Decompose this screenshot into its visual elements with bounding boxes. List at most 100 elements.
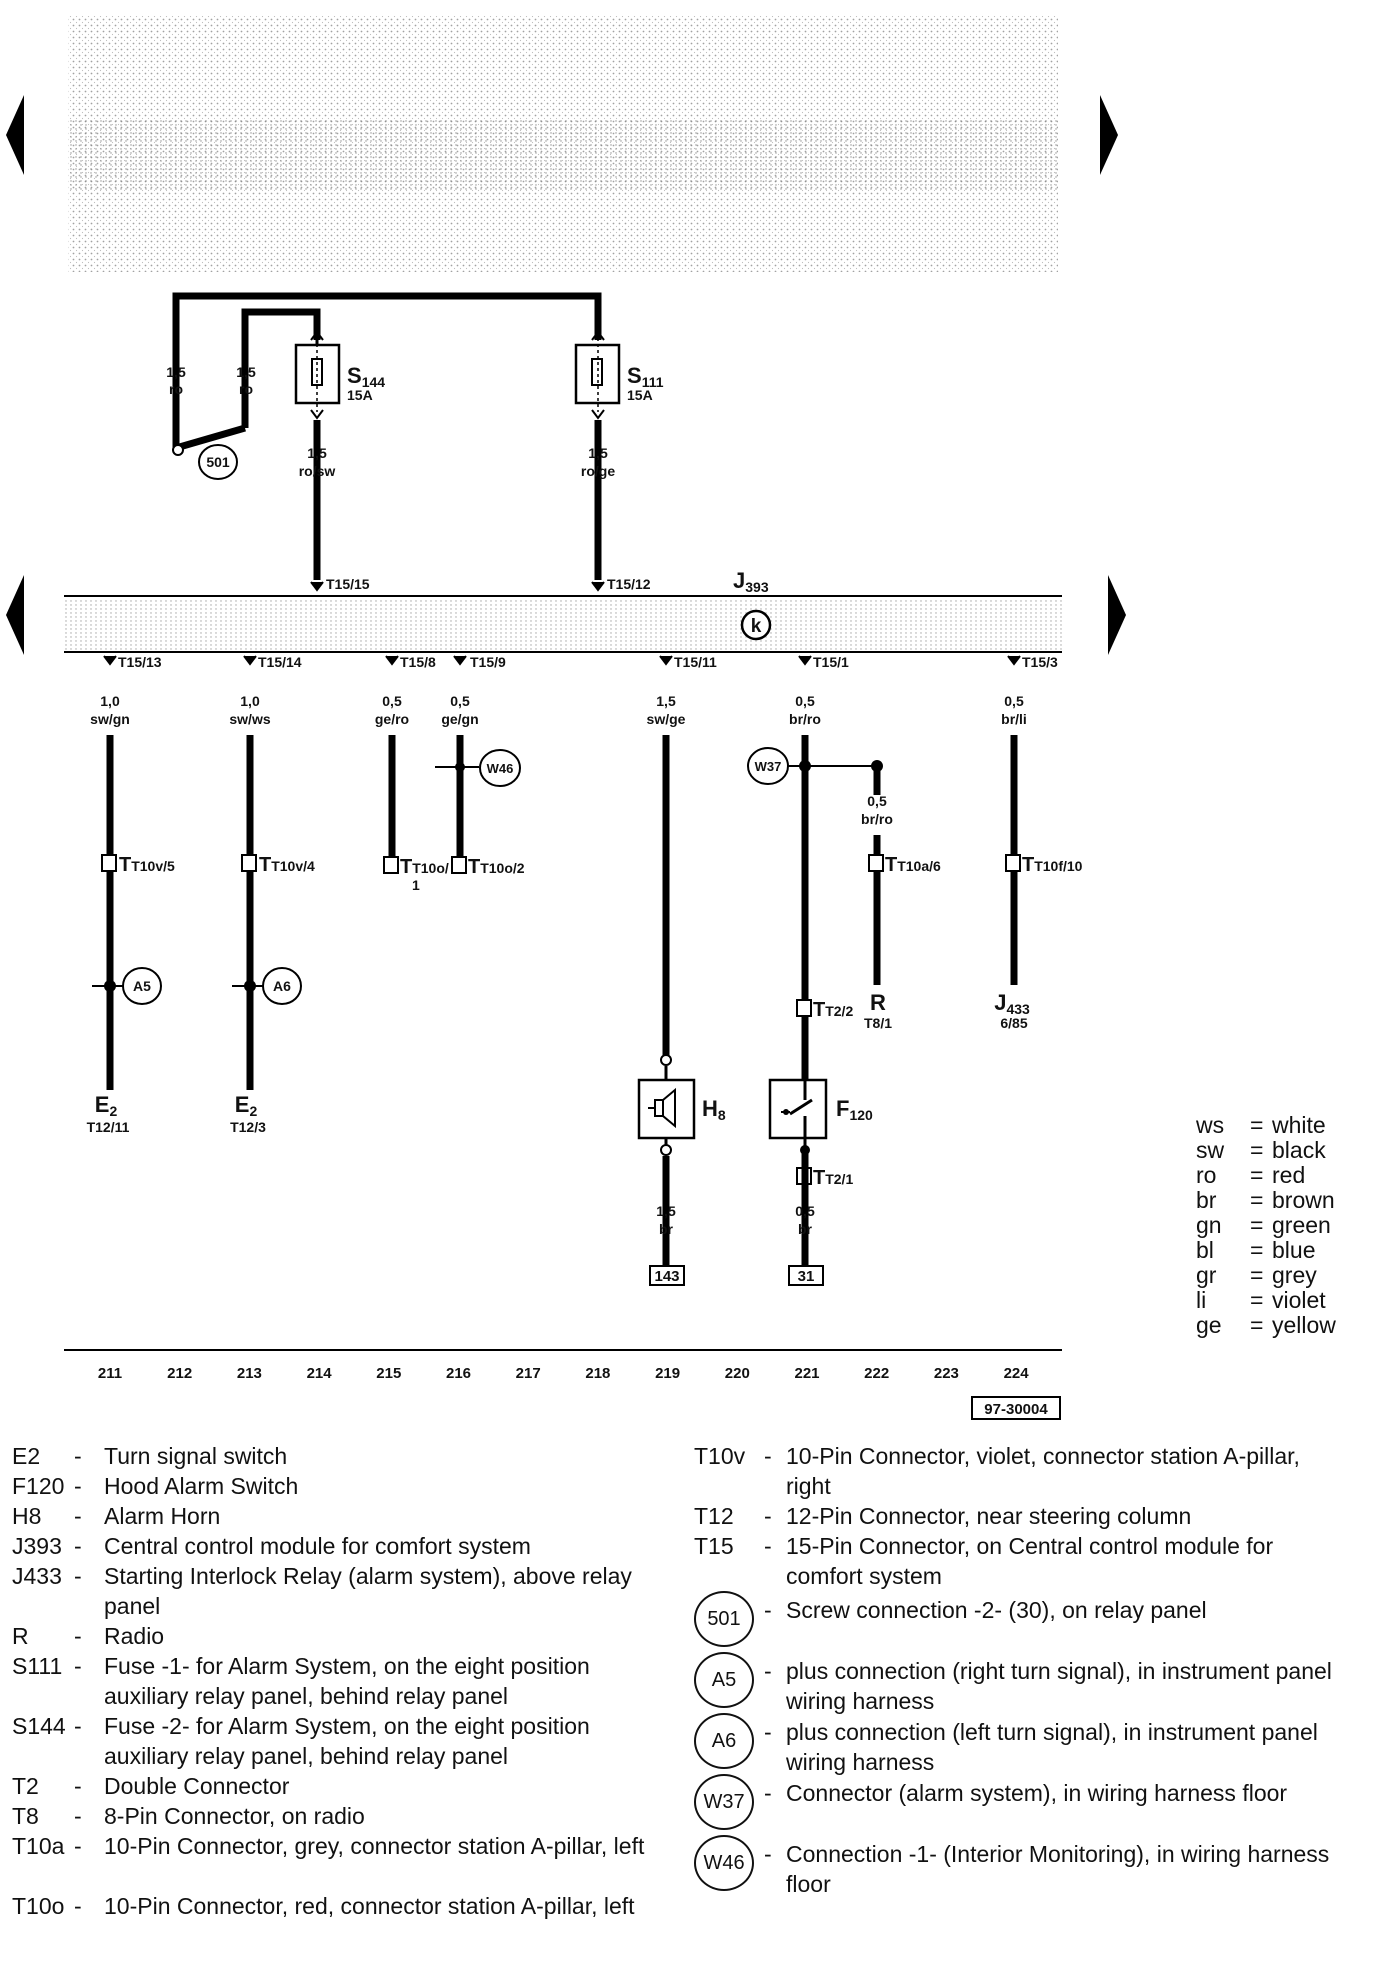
legend-description: plus connection (left turn signal), in i… — [786, 1719, 1318, 1775]
current-track-number: 215 — [376, 1365, 401, 1382]
color-name: blue — [1272, 1237, 1316, 1263]
pin-label: T12/11 — [87, 1119, 130, 1135]
equals-sign: = — [1250, 1287, 1264, 1313]
current-track-number: 214 — [307, 1365, 333, 1382]
legend-entry: T10o-10-Pin Connector, red, connector st… — [12, 1891, 662, 1951]
legend-entry: H8-Alarm Horn — [12, 1501, 662, 1531]
legend-dash: - — [764, 1719, 772, 1745]
color-abbr: gn — [1196, 1212, 1222, 1238]
legend-description: Starting Interlock Relay (alarm system),… — [104, 1563, 632, 1619]
legend-description: Turn signal switch — [104, 1443, 288, 1469]
legend-description: Fuse -1- for Alarm System, on the eight … — [104, 1653, 590, 1709]
wire-label-size: 1,0 — [240, 693, 260, 709]
wire-feed-inner — [241, 308, 321, 428]
nav-arrow-right-middle[interactable] — [1108, 575, 1126, 655]
connection-a6-circle — [262, 967, 302, 1005]
legend-entry: 501-Screw connection -2- (30), on relay … — [694, 1591, 1354, 1652]
legend-code: E2 — [12, 1443, 41, 1469]
legend-circle-code: W46 — [694, 1835, 754, 1891]
wire-feed-outer — [172, 292, 602, 448]
pin-label: 6/85 — [1000, 1015, 1027, 1031]
nav-arrow-right-top[interactable] — [1100, 95, 1118, 175]
wire-label-size: 0,5 — [795, 1203, 815, 1219]
wire-label-size: 0,5 — [795, 693, 815, 709]
legend-dash: - — [74, 1833, 82, 1859]
wire-label-color: br/ro — [789, 711, 821, 727]
legend-description: Double Connector — [104, 1773, 290, 1799]
connector-w37-label: W37 — [755, 759, 782, 774]
legend-entry: W46-Connection -1- (Interior Monitoring)… — [694, 1835, 1354, 1897]
legend-dash: - — [74, 1443, 82, 1469]
wire-label-color: ro/ge — [581, 463, 615, 479]
connector-label-continuation: 1 — [412, 877, 420, 893]
color-abbr: gr — [1196, 1262, 1217, 1288]
legend-dash: - — [764, 1658, 772, 1684]
equals-sign: = — [1250, 1237, 1264, 1263]
pin-label: T15/12 — [607, 576, 651, 592]
pin-label: T15/1 — [813, 654, 849, 670]
pin-label: T15/8 — [400, 654, 436, 670]
pin-label: T15/14 — [258, 654, 302, 670]
legend-code: F120 — [12, 1473, 65, 1499]
connector-label: TT2/2 — [813, 999, 853, 1021]
turn-signal-switch-e2-label: E2 — [95, 1092, 118, 1119]
wire-label-size: 0,5 — [867, 793, 887, 809]
legend-code: J393 — [12, 1533, 62, 1559]
legend-description: Connector (alarm system), in wiring harn… — [786, 1780, 1288, 1806]
legend-dash: - — [74, 1773, 82, 1799]
fuse-s144-label: S144 — [347, 363, 385, 390]
ground-reference-label: 143 — [654, 1268, 679, 1285]
legend-dash: - — [74, 1533, 82, 1559]
wire-label-color: br/ro — [861, 811, 893, 827]
legend-description: Screw connection -2- (30), on relay pane… — [786, 1597, 1207, 1623]
color-name: black — [1272, 1137, 1326, 1163]
legend-description: 12-Pin Connector, near steering column — [786, 1503, 1192, 1529]
pin-label: T12/3 — [230, 1119, 266, 1135]
current-track-number: 221 — [794, 1365, 819, 1382]
wire-label-color: ge/ro — [375, 711, 409, 727]
legend-entry: F120-Hood Alarm Switch — [12, 1471, 662, 1501]
legend-description: 8-Pin Connector, on radio — [104, 1803, 365, 1829]
legend-description: 10-Pin Connector, violet, connector stat… — [786, 1443, 1300, 1499]
color-abbr: ge — [1196, 1312, 1222, 1338]
legend-entry: T2-Double Connector — [12, 1771, 662, 1801]
screw-connection-501-circle — [198, 444, 238, 480]
legend-circle-code: 501 — [694, 1591, 754, 1647]
current-track-number: 216 — [446, 1365, 471, 1382]
wire-label-color: sw/gn — [90, 711, 130, 727]
wire-label-size: 0,5 — [450, 693, 470, 709]
wire-label-color: sw/ge — [647, 711, 686, 727]
color-name: grey — [1272, 1262, 1317, 1288]
legend-right: T10v-10-Pin Connector, violet, connector… — [694, 1441, 1354, 1897]
color-name: violet — [1272, 1287, 1326, 1313]
turn-signal-switch-e2-label: E2 — [235, 1092, 258, 1119]
equals-sign: = — [1250, 1112, 1264, 1138]
ground-reference-box — [649, 1265, 685, 1286]
legend-code: R — [12, 1623, 29, 1649]
wire-label-size: 1,5 — [166, 364, 186, 380]
wire-label-color: ge/gn — [441, 711, 478, 727]
legend-circle-code: A5 — [694, 1652, 754, 1708]
legend-dash: - — [74, 1653, 82, 1679]
hood-alarm-switch-f120-label: F120 — [836, 1096, 873, 1123]
legend-description: 10-Pin Connector, grey, connector statio… — [104, 1833, 645, 1859]
legend-dash: - — [764, 1443, 772, 1469]
connector-label: TT10v/4 — [259, 854, 315, 876]
wire-label-size: 1,5 — [236, 364, 256, 380]
current-track-number: 213 — [237, 1365, 262, 1382]
color-abbr: sw — [1196, 1137, 1225, 1163]
color-abbr: ws — [1196, 1112, 1225, 1138]
nav-arrow-left-top[interactable] — [6, 95, 24, 175]
legend-dash: - — [764, 1597, 772, 1623]
legend-code: H8 — [12, 1503, 42, 1529]
nav-arrow-left-middle[interactable] — [6, 575, 24, 655]
wire-label-color: ro — [239, 381, 253, 397]
wire-label-size: 1,5 — [656, 1203, 676, 1219]
wire-label-color: ro/sw — [299, 463, 336, 479]
legend-dash: - — [74, 1803, 82, 1829]
legend-dash: - — [74, 1893, 82, 1919]
legend-entry: S144-Fuse -2- for Alarm System, on the e… — [12, 1711, 662, 1771]
legend-code: T15 — [694, 1533, 734, 1559]
legend-description: Alarm Horn — [104, 1503, 221, 1529]
